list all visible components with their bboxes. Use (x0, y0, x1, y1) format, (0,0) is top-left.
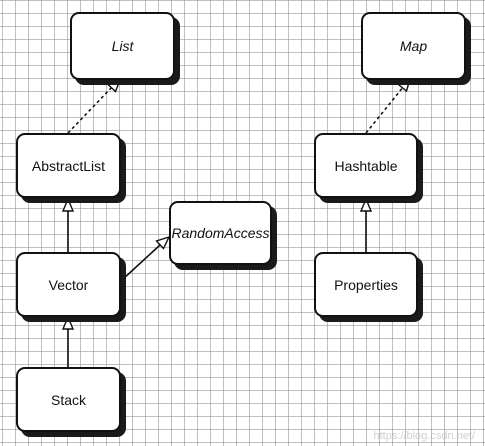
hollow-arrowhead-icon (397, 77, 412, 93)
edge-abstractlist-to-list (67, 85, 114, 134)
hollow-arrowhead-icon (107, 78, 122, 93)
hollow-arrowhead-icon (61, 197, 75, 212)
node-label-hashtable: Hashtable (334, 157, 398, 174)
node-hashtable: Hashtable (314, 133, 418, 198)
node-label-randomaccess: RandomAccess (171, 225, 270, 241)
node-abstractlist: AbstractList (16, 133, 121, 198)
node-randomaccess: RandomAccess (169, 201, 272, 265)
node-label-map: Map (399, 38, 428, 54)
node-label-stack: Stack (50, 391, 86, 408)
node-label-properties: Properties (334, 276, 398, 293)
hollow-arrowhead-icon (61, 315, 75, 330)
watermark: https://blog.csdn.net/ (373, 430, 475, 442)
edge-vector-to-randomaccess (121, 244, 161, 281)
node-label-list: List (111, 38, 134, 54)
node-properties: Properties (314, 252, 418, 317)
node-vector: Vector (16, 252, 121, 317)
node-map: Map (361, 12, 466, 80)
node-label-abstractlist: AbstractList (31, 157, 106, 174)
edge-hashtable-to-map (365, 85, 405, 134)
hollow-arrowhead-icon (359, 197, 373, 212)
node-list: List (70, 12, 175, 80)
hollow-arrowhead-icon (155, 235, 171, 250)
node-label-vector: Vector (48, 276, 89, 293)
node-stack: Stack (16, 367, 121, 432)
